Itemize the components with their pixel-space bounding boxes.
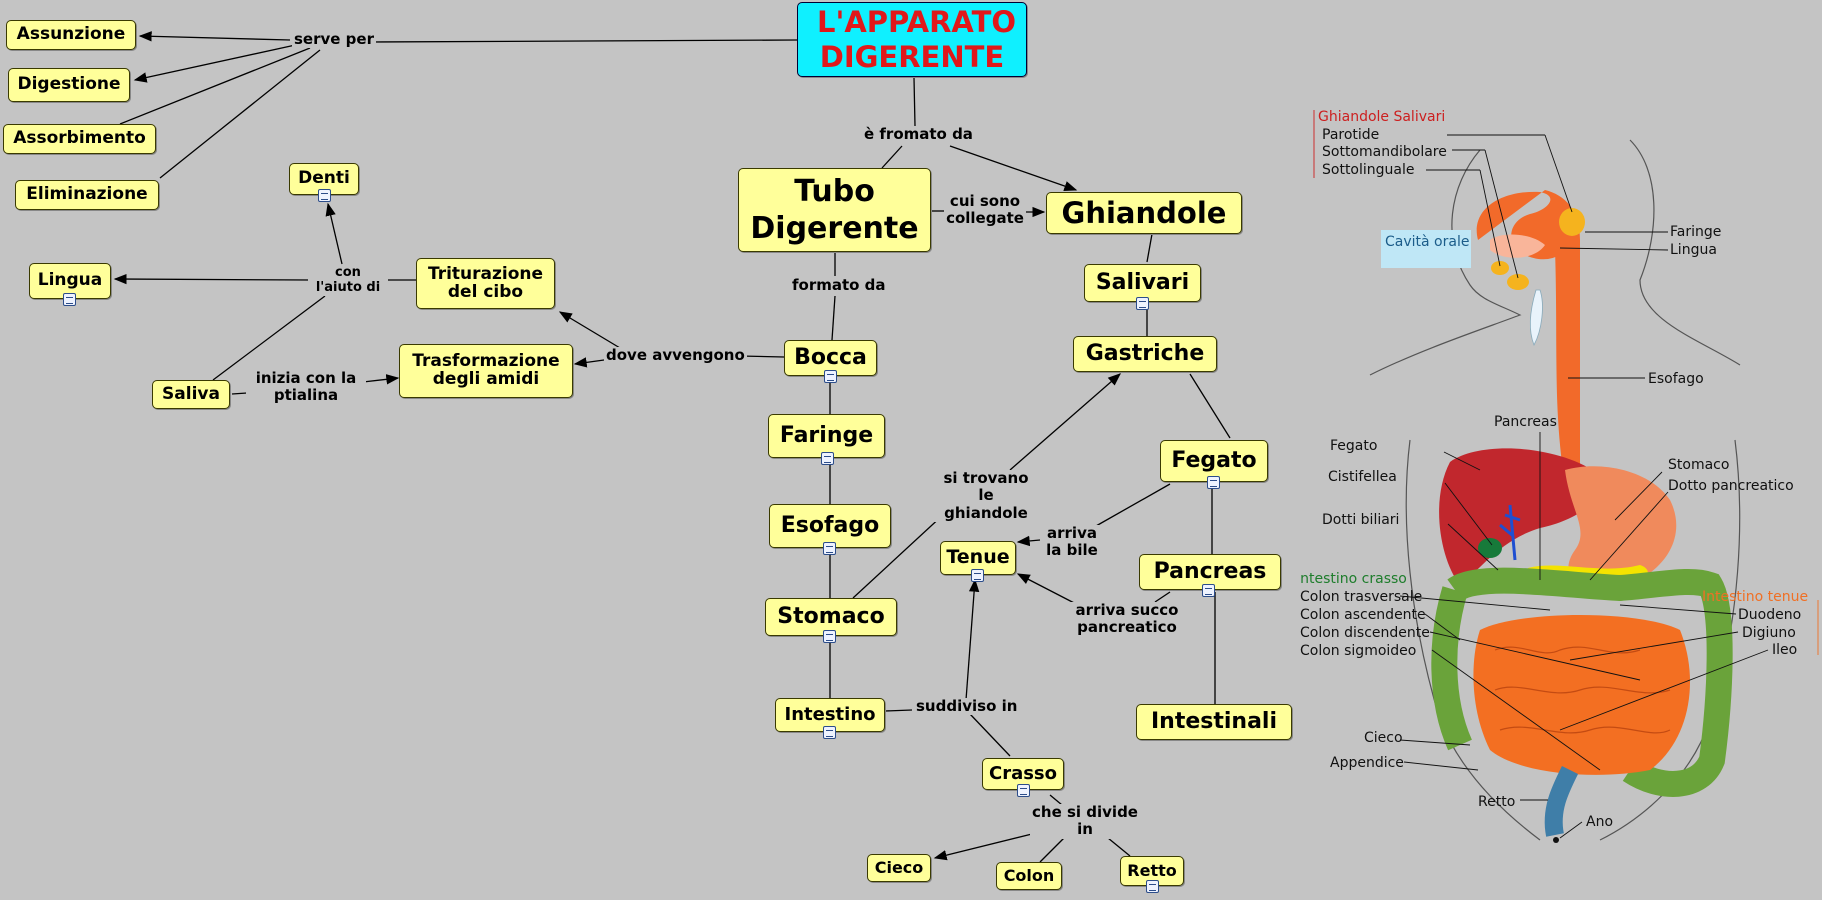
note-icon[interactable] bbox=[1207, 476, 1220, 489]
node-label: Crasso bbox=[989, 765, 1057, 784]
label-intestino-crasso: Intestino crasso bbox=[1300, 571, 1407, 587]
node-assorbimento[interactable]: Assorbimento bbox=[3, 124, 156, 154]
label-colon-ascendente: Colon ascendente bbox=[1300, 607, 1426, 623]
link-label-che-si-divide: che si divide in bbox=[1030, 804, 1140, 839]
node-intestinali[interactable]: Intestinali bbox=[1136, 704, 1292, 740]
note-icon[interactable] bbox=[823, 726, 836, 739]
node-label: Saliva bbox=[162, 386, 220, 404]
node-label: Ghiandole bbox=[1062, 198, 1227, 228]
label-retto: Retto bbox=[1478, 794, 1515, 810]
node-label: Trasformazione degli amidi bbox=[406, 353, 566, 389]
link-label-suddiviso-in: suddiviso in bbox=[914, 698, 1019, 715]
node-label: Salivari bbox=[1096, 271, 1189, 294]
node-label: Fegato bbox=[1171, 449, 1256, 472]
link-label-serve-per: serve per bbox=[292, 31, 376, 48]
digestive-system-illustration: Ghiandole Salivari Parotide Sottomandibo… bbox=[1300, 100, 1822, 860]
link-label-con-aiuto-di: con l'aiuto di bbox=[308, 266, 388, 296]
note-icon[interactable] bbox=[821, 452, 834, 465]
node-ghiandole[interactable]: Ghiandole bbox=[1046, 192, 1242, 234]
note-icon[interactable] bbox=[1017, 784, 1030, 797]
node-label: Triturazione del cibo bbox=[426, 266, 546, 302]
label-fegato: Fegato bbox=[1330, 438, 1377, 454]
node-triturazione[interactable]: Triturazione del cibo bbox=[416, 258, 555, 309]
link-label-arriva-succo: arriva succo pancreatico bbox=[1052, 602, 1202, 637]
node-label: Assorbimento bbox=[13, 130, 146, 148]
node-cieco[interactable]: Cieco bbox=[867, 854, 931, 882]
node-label: Esofago bbox=[781, 514, 880, 537]
node-tubo-digerente[interactable]: Tubo Digerente bbox=[738, 168, 931, 252]
title-node[interactable]: L'APPARATO DIGERENTE bbox=[797, 2, 1027, 77]
label-colon-discendente: Colon discendente bbox=[1300, 625, 1430, 641]
node-label: Intestino bbox=[785, 706, 876, 725]
note-icon[interactable] bbox=[971, 569, 984, 582]
label-ileo: Ileo bbox=[1772, 642, 1797, 658]
note-icon[interactable] bbox=[824, 370, 837, 383]
node-colon[interactable]: Colon bbox=[996, 862, 1062, 890]
label-pancreas: Pancreas bbox=[1494, 414, 1557, 430]
label-ano: Ano bbox=[1586, 814, 1613, 830]
label-dotti-biliari: Dotti biliari bbox=[1322, 512, 1399, 528]
node-assunzione[interactable]: Assunzione bbox=[6, 20, 136, 50]
note-icon[interactable] bbox=[63, 293, 76, 306]
label-digiuno: Digiuno bbox=[1742, 625, 1796, 641]
node-trasformazione[interactable]: Trasformazione degli amidi bbox=[399, 344, 573, 398]
node-digestione[interactable]: Digestione bbox=[8, 68, 130, 102]
label-sottolinguale: Sottolinguale bbox=[1322, 162, 1415, 178]
node-label: Denti bbox=[298, 170, 350, 188]
node-label: Colon bbox=[1004, 868, 1055, 885]
node-eliminazione[interactable]: Eliminazione bbox=[15, 180, 159, 210]
label-parotide: Parotide bbox=[1322, 127, 1379, 143]
link-label-si-trovano: si trovano le ghiandole bbox=[934, 470, 1038, 522]
node-label: Assunzione bbox=[17, 26, 126, 44]
note-icon[interactable] bbox=[1202, 584, 1215, 597]
link-label-dove-avvengono: dove avvengono bbox=[604, 347, 747, 364]
node-label: Stomaco bbox=[777, 605, 884, 628]
note-icon[interactable] bbox=[823, 630, 836, 643]
note-icon[interactable] bbox=[823, 542, 836, 555]
node-saliva[interactable]: Saliva bbox=[152, 380, 230, 409]
label-appendice: Appendice bbox=[1330, 755, 1404, 771]
label-sottomandibolare: Sottomandibolare bbox=[1322, 144, 1447, 160]
label-duodeno: Duodeno bbox=[1738, 607, 1801, 623]
link-label-inizia: inizia con la ptialina bbox=[246, 370, 366, 405]
label-colon-sigmoideo: Colon sigmoideo bbox=[1300, 643, 1416, 659]
node-label: Intestinali bbox=[1151, 710, 1277, 733]
label-ghiandole-salivari: Ghiandole Salivari bbox=[1318, 109, 1445, 125]
node-label: Cieco bbox=[875, 860, 924, 877]
node-gastriche[interactable]: Gastriche bbox=[1073, 336, 1217, 372]
node-label: Tenue bbox=[946, 548, 1009, 568]
title-text: L'APPARATO DIGERENTE bbox=[817, 5, 1007, 73]
label-intestino-tenue: Intestino tenue bbox=[1702, 589, 1808, 605]
label-colon-trasversale: Colon trasversale bbox=[1300, 589, 1422, 605]
note-icon[interactable] bbox=[318, 189, 331, 202]
label-faringe: Faringe bbox=[1670, 224, 1721, 240]
link-label-arriva-bile: arriva la bile bbox=[1042, 525, 1102, 560]
label-cistifellea: Cistifellea bbox=[1328, 469, 1397, 485]
node-label: Lingua bbox=[38, 272, 103, 290]
node-label: Tubo Digerente bbox=[750, 173, 920, 248]
label-cavita-orale: Cavità orale bbox=[1385, 234, 1469, 250]
note-icon[interactable] bbox=[1136, 297, 1149, 310]
link-label-cui-sono-collegate: cui sono collegate bbox=[944, 193, 1026, 228]
node-label: Retto bbox=[1127, 863, 1176, 880]
node-label: Pancreas bbox=[1154, 560, 1267, 583]
link-label-formato-da: formato da bbox=[790, 277, 888, 294]
node-label: Bocca bbox=[794, 346, 867, 369]
note-icon[interactable] bbox=[1146, 880, 1159, 893]
node-label: Gastriche bbox=[1086, 342, 1205, 365]
label-cieco: Cieco bbox=[1364, 730, 1403, 746]
node-label: Eliminazione bbox=[26, 186, 147, 204]
label-stomaco: Stomaco bbox=[1668, 457, 1729, 473]
link-label-e-formato-da: è fromato da bbox=[862, 126, 975, 143]
label-lingua: Lingua bbox=[1670, 242, 1717, 258]
node-label: Digestione bbox=[17, 76, 120, 94]
node-label: Faringe bbox=[780, 424, 873, 447]
label-esofago: Esofago bbox=[1648, 371, 1704, 387]
label-dotto-pancreatico: Dotto pancreatico bbox=[1668, 478, 1794, 494]
